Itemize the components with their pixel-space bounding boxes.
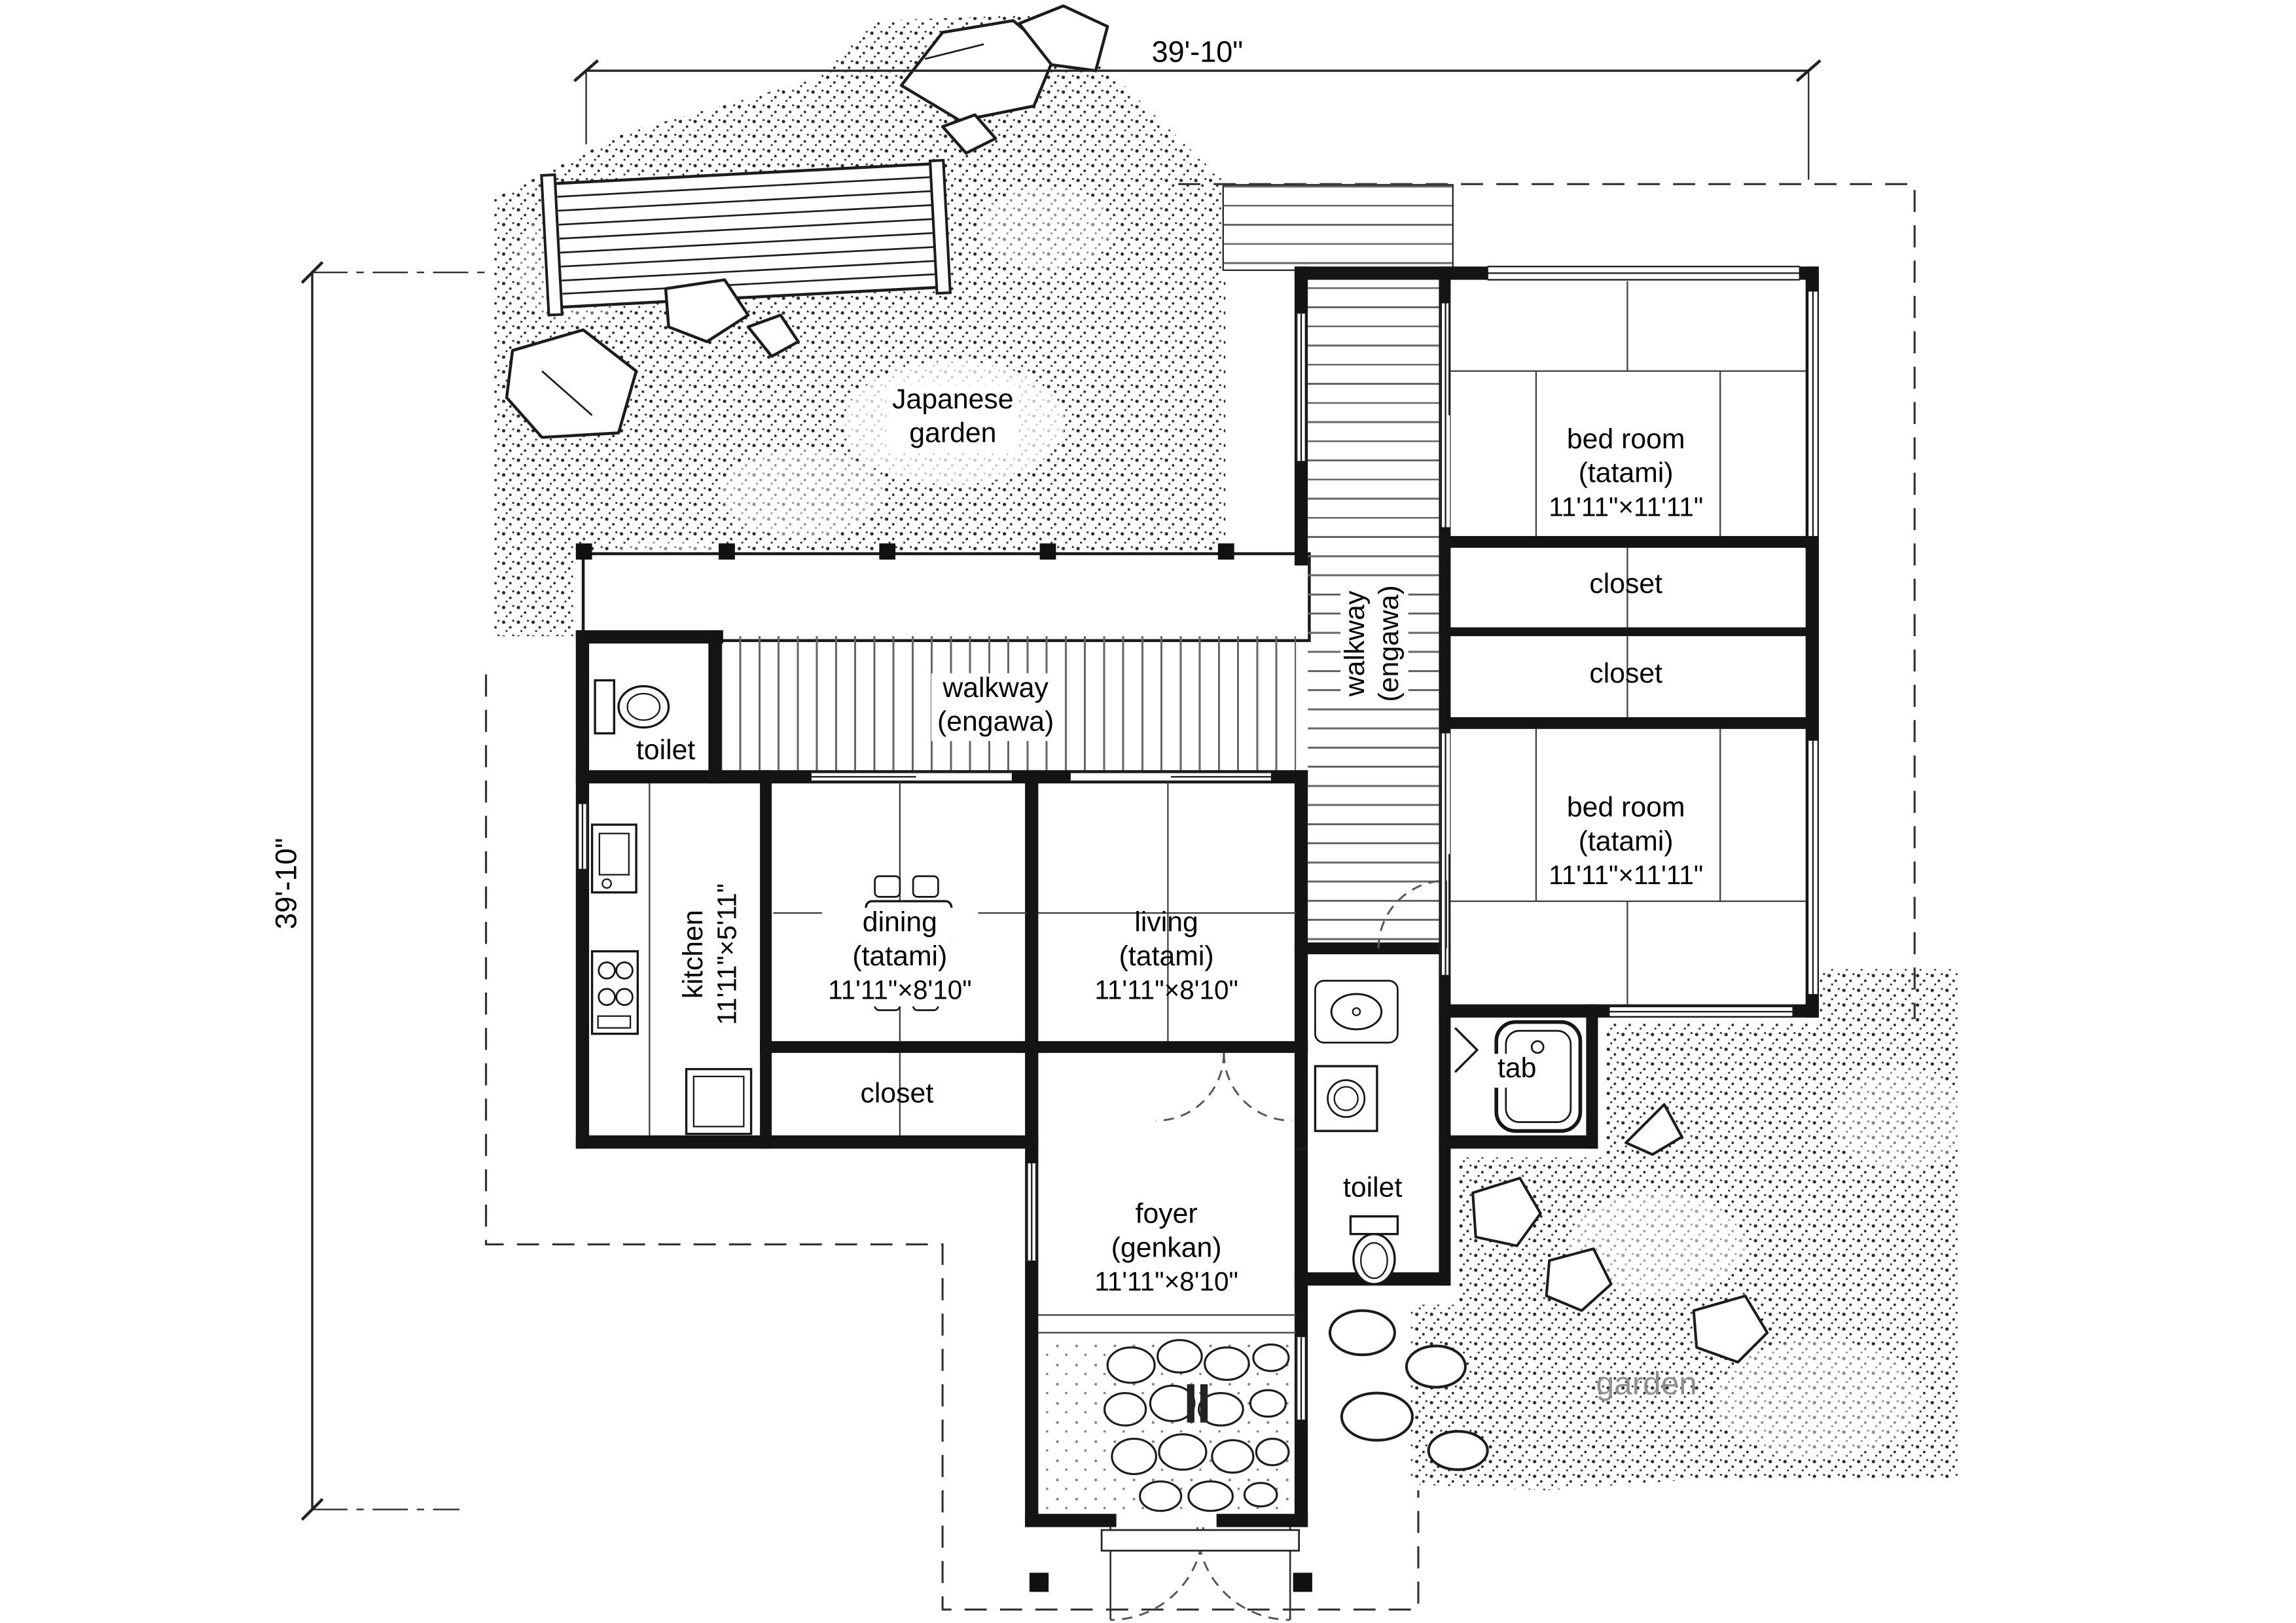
deck-post [879,543,896,560]
wall-segment [1439,536,1819,548]
entrance-step [1100,1529,1300,1552]
dining-label: dining (tatami) 11'11"×8'10" [822,908,978,1007]
foyer-label: foyer (genkan) 11'11"×8'10" [1094,1199,1238,1296]
deck-post [1039,543,1056,560]
wall-segment [1439,1135,1598,1149]
walkway-vertical-label: walkway (engawa) [1340,579,1408,708]
bamboo-fence-icon [540,158,952,317]
walkway-top-planks [1222,184,1454,272]
washbasin-icon [1314,980,1399,1044]
dimension-top-label: 39'-10" [1152,35,1244,71]
dimension-line-top [573,59,1821,180]
bedroom2-label: bed room (tatami) 11'11"×11'11" [1549,793,1704,890]
toilet-icon-upper [594,679,670,735]
wall-segment [1216,1514,1308,1527]
entrance-stone-path [1043,1339,1293,1514]
wall-segment [1439,627,1819,637]
wall-segment [1025,1041,1039,1527]
deck-post [575,543,592,560]
dimension-line-left [300,260,490,1521]
wall-segment [1294,942,1451,955]
wall-segment [1439,942,1451,1286]
dimension-left-value: 39'-10" [271,838,304,929]
wall-segment [1025,770,1039,1053]
garden-rocks [505,4,1109,439]
kitchen-label: kitchen 11'11"×5'11" [678,883,742,1026]
washing-machine-icon [1314,1065,1378,1132]
toilet-icon-lower [1349,1215,1399,1285]
gate-posts [1029,1573,1312,1592]
wall-segment [708,630,722,784]
wall-segment [1294,770,1308,1149]
bath-folding-door-icon [1454,1027,1479,1073]
bedroom1-label: bed room (tatami) 11'11"×11'11" [1549,424,1704,522]
wall-segment [575,630,590,1149]
dimension-left-label: 39'-10" [270,838,305,929]
wall-segment [1025,1514,1117,1527]
garden-texture-bottom [1410,969,1967,1491]
kitchen-cabinet-icon [685,1067,753,1135]
garden-bottom-label: garden [1596,1364,1697,1402]
deck-post [719,543,735,560]
dimension-top-value: 39'-10" [1151,37,1244,69]
deck-post [1217,543,1234,560]
wall-segment [1038,1041,1308,1053]
wall-segment [760,770,772,1149]
wall-segment [575,1135,1039,1149]
wall-segment [1586,1004,1598,1149]
wall-segment [760,1041,1039,1053]
kitchen-sink-icon [590,823,637,894]
stove-icon [590,950,639,1035]
bedroom-wing-floor [1439,266,1819,1018]
wall-segment [1439,717,1819,729]
wall-segment [575,630,723,644]
closet1-label: closet [1589,569,1663,601]
living-label: living (tatami) 11'11"×8'10" [1094,908,1238,1005]
garden-stones-bottom [1328,1103,1769,1471]
bath-label: tab [1491,1054,1543,1088]
property-boundary-dashed [484,183,1916,1611]
window-symbols [577,266,1819,1420]
toilet-lower-label: toilet [1343,1173,1403,1204]
walkway-horizontal-label: walkway (engawa) [931,673,1060,741]
closet3-label: closet [860,1079,934,1110]
toilet-upper-label: toilet [636,736,696,767]
japanese-garden-label: Japanese garden [886,384,1020,452]
closet2-label: closet [1589,659,1663,690]
